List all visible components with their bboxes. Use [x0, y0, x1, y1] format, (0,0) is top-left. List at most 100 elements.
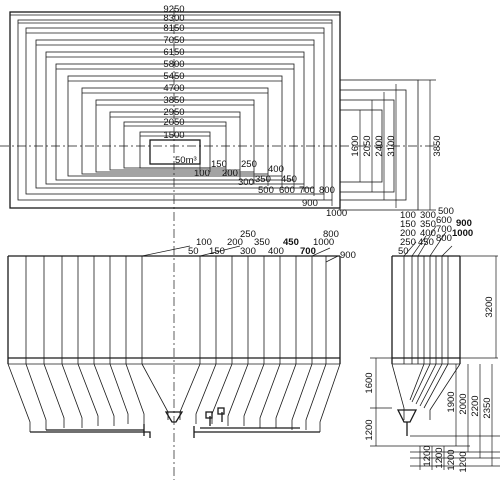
- front-label-250: 250: [240, 229, 256, 240]
- side-dim-1200-b: 1200: [434, 447, 445, 468]
- side-height-dims: [460, 255, 498, 359]
- side-label-350: 350: [420, 219, 436, 230]
- plan-width-5800: 5800: [163, 59, 184, 70]
- plan-width-2950: 2950: [163, 107, 184, 118]
- front-label-300: 300: [240, 246, 256, 257]
- side-label-300: 300: [420, 210, 436, 221]
- plan-side-dims: [359, 79, 436, 211]
- side-bottom-dims: [410, 364, 500, 470]
- front-hoppers-right: [179, 363, 341, 432]
- plan-depth-200: 200: [222, 168, 238, 179]
- side-hoppers: [391, 363, 461, 420]
- side-label-200: 200: [400, 228, 416, 239]
- front-label-350: 350: [254, 237, 270, 248]
- front-label-150: 150: [209, 246, 225, 257]
- plan-volume-label: 50m³: [175, 155, 197, 166]
- front-walls-left: [25, 256, 143, 364]
- front-outlet-pipes: [30, 407, 320, 438]
- front-label-700: 700: [300, 246, 316, 257]
- side-label-900: 900: [456, 218, 472, 229]
- side-dim-2000: 2000: [458, 393, 469, 414]
- plan-view: 9250 8300 8150 7050 6150 5800 5450 4700 …: [0, 4, 443, 480]
- plan-outline-7050: [35, 39, 315, 189]
- plan-outline-8300: [17, 19, 333, 201]
- plan-outline-4700: [81, 87, 269, 175]
- side-height-1200: 1200: [364, 419, 375, 440]
- plan-width-4700: 4700: [163, 83, 184, 94]
- plan-depth-250: 250: [241, 159, 257, 170]
- plan-depth-1000: 1000: [326, 208, 347, 219]
- front-hoppers-left: [7, 363, 169, 432]
- plan-depth-150: 150: [211, 159, 227, 170]
- side-label-450: 450: [418, 237, 434, 248]
- plan-depth-ticks: [199, 164, 333, 206]
- plan-width-9250: 9250: [163, 4, 184, 15]
- side-label-1000: 1000: [452, 228, 473, 239]
- plan-width-8150: 8150: [163, 23, 184, 34]
- plan-side-2400: 2400: [374, 135, 385, 156]
- side-label-500: 500: [438, 206, 454, 217]
- plan-side-2050: 2050: [362, 135, 373, 156]
- front-label-450: 450: [283, 237, 299, 248]
- plan-outline-1500: [139, 131, 211, 169]
- front-label-1000: 1000: [313, 237, 334, 248]
- plan-width-1500: 1500: [163, 130, 184, 141]
- side-label-100: 100: [400, 210, 416, 221]
- plan-depth-400: 400: [268, 164, 284, 175]
- plan-depth-450: 450: [281, 174, 297, 185]
- side-dim-1200-a: 1200: [422, 445, 433, 466]
- side-label-700: 700: [436, 224, 452, 235]
- side-dim-1900: 1900: [446, 391, 457, 412]
- plan-side-1600: 1600: [350, 135, 361, 156]
- front-leader-lines: [141, 245, 339, 263]
- plan-width-3850: 3850: [163, 95, 184, 106]
- side-label-800: 800: [436, 233, 452, 244]
- plan-depth-350: 350: [255, 174, 271, 185]
- side-dim-2200: 2200: [470, 395, 481, 416]
- side-dim-2350: 2350: [482, 397, 493, 418]
- side-walls: [403, 256, 449, 364]
- front-label-900: 900: [340, 250, 356, 261]
- front-label-400: 400: [268, 246, 284, 257]
- plan-width-dim-lines: [10, 14, 340, 137]
- plan-width-2050: 2050: [163, 117, 184, 128]
- plan-width-8300: 8300: [163, 13, 184, 24]
- plan-depth-100: 100: [194, 168, 210, 179]
- side-label-250: 250: [400, 237, 416, 248]
- side-leader-lines: [403, 225, 453, 257]
- side-label-150: 150: [400, 219, 416, 230]
- plan-depth-300: 300: [238, 177, 254, 188]
- plan-depth-500: 500: [258, 185, 274, 196]
- plan-width-6150: 6150: [163, 47, 184, 58]
- front-label-200: 200: [227, 237, 243, 248]
- plan-side-3100: 3100: [386, 135, 397, 156]
- plan-outline-3850: [95, 99, 255, 173]
- plan-outline-5450: [67, 75, 283, 177]
- front-center-outlet: [164, 411, 184, 423]
- side-label-600: 600: [436, 215, 452, 226]
- side-dim-1200-d: 1200: [458, 451, 469, 472]
- side-height-1600: 1600: [364, 372, 375, 393]
- front-walls-right: [199, 256, 327, 364]
- plan-side-rect-4: [339, 109, 383, 183]
- side-height-3200: 3200: [484, 296, 495, 317]
- front-label-50: 50: [188, 246, 199, 257]
- plan-outline-6150: [45, 51, 305, 185]
- plan-side-3850: 3850: [432, 135, 443, 156]
- plan-outline-inner: [149, 139, 201, 165]
- plan-outline-8150: [25, 27, 325, 195]
- side-label-50: 50: [398, 246, 409, 257]
- front-label-100: 100: [196, 237, 212, 248]
- front-label-800: 800: [323, 229, 339, 240]
- plan-depth-600: 600: [279, 185, 295, 196]
- side-dim-1200-c: 1200: [446, 449, 457, 470]
- plan-depth-900: 900: [302, 198, 318, 209]
- front-elevation: 250 800 100 200 350 450 1000 50 150 300 …: [7, 229, 356, 438]
- side-outlet: [396, 409, 418, 423]
- plan-width-7050: 7050: [163, 35, 184, 46]
- side-elevation: 100 300 500 150 350 600 200 400 700 250 …: [364, 206, 500, 473]
- plan-depth-800: 800: [319, 185, 335, 196]
- plan-depth-700: 700: [299, 185, 315, 196]
- side-label-400: 400: [420, 228, 436, 239]
